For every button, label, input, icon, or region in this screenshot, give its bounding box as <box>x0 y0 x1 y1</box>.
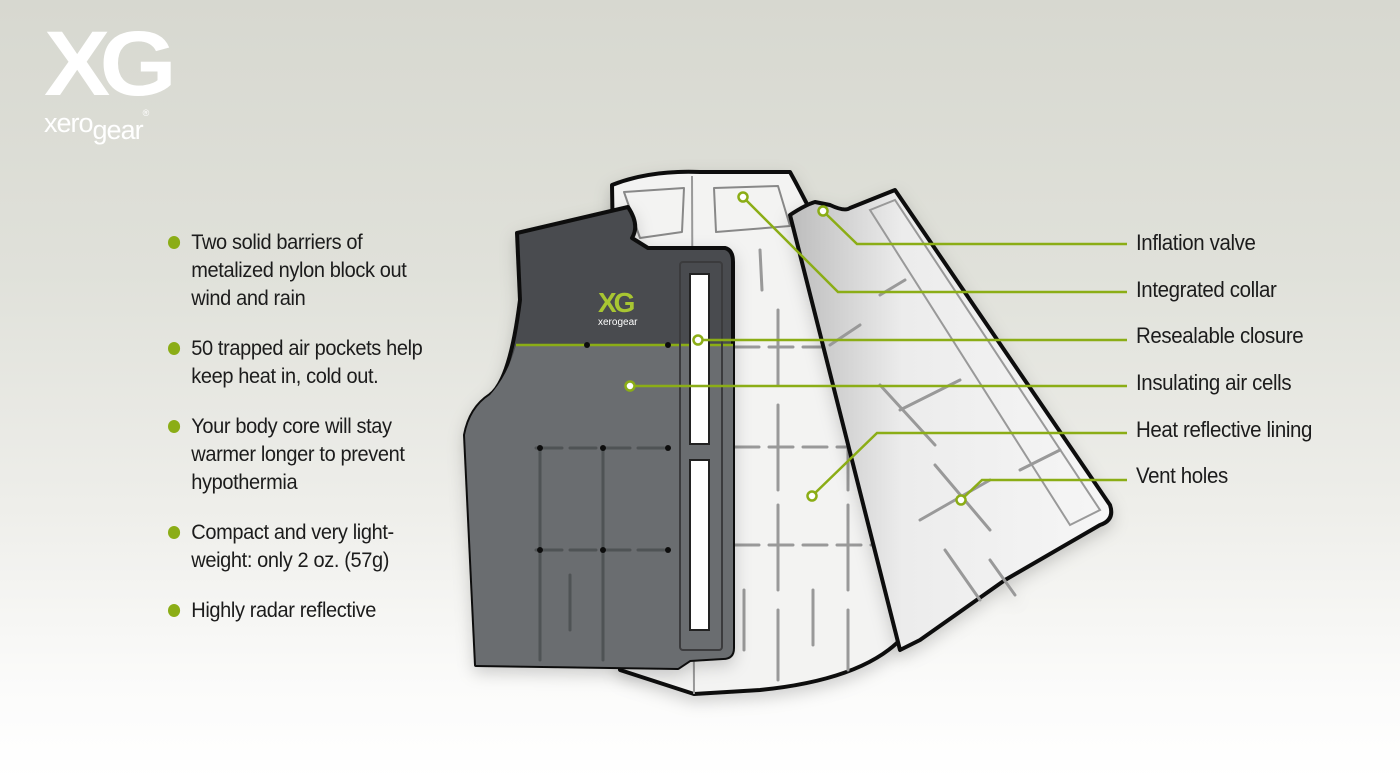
logo-mark: XG <box>44 13 177 115</box>
feature-item: Two solid barriers of metalized nylon bl… <box>168 228 447 312</box>
feature-item: 50 trapped air pockets help keep heat in… <box>168 334 447 390</box>
leader-vent-holes <box>960 478 1127 501</box>
feature-item: Highly radar reflective <box>168 596 447 624</box>
outer-vest-shell: XG xerogear <box>463 205 735 670</box>
callout-integrated-collar: Integrated collar <box>1136 277 1277 302</box>
leader-inflation-valve <box>822 210 1127 246</box>
callout-vent-holes: Vent holes <box>1136 463 1228 488</box>
bullet-icon <box>168 420 181 433</box>
callout-insulating-air-cells: Insulating air cells <box>1136 370 1292 395</box>
feature-list: Two solid barriers of metalized nylon bl… <box>168 228 468 642</box>
logo-wordmark: xerogear® <box>44 108 149 145</box>
feature-item: Your body core will stay warmer longer t… <box>168 412 447 496</box>
bullet-icon <box>168 342 181 355</box>
vest-logo-word: xerogear <box>598 317 638 328</box>
folded-lining-flap <box>788 188 1114 652</box>
leader-heat-reflective-lining <box>811 431 1127 497</box>
bullet-icon <box>168 604 181 617</box>
xerogear-logo: XG xerogear® <box>42 13 192 145</box>
bullet-icon <box>168 236 181 249</box>
bullet-icon <box>168 526 181 539</box>
feature-item: Compact and very light-weight: only 2 oz… <box>168 518 447 574</box>
leader-integrated-collar <box>742 196 1127 294</box>
callout-heat-reflective-lining: Heat reflective lining <box>1136 417 1313 442</box>
callout-resealable-closure: Resealable closure <box>1136 323 1304 348</box>
vest-logo-mark: XG <box>598 287 635 318</box>
callout-inflation-valve: Inflation valve <box>1136 230 1256 255</box>
leader-lines <box>630 196 1127 501</box>
leader-dots <box>624 191 967 506</box>
